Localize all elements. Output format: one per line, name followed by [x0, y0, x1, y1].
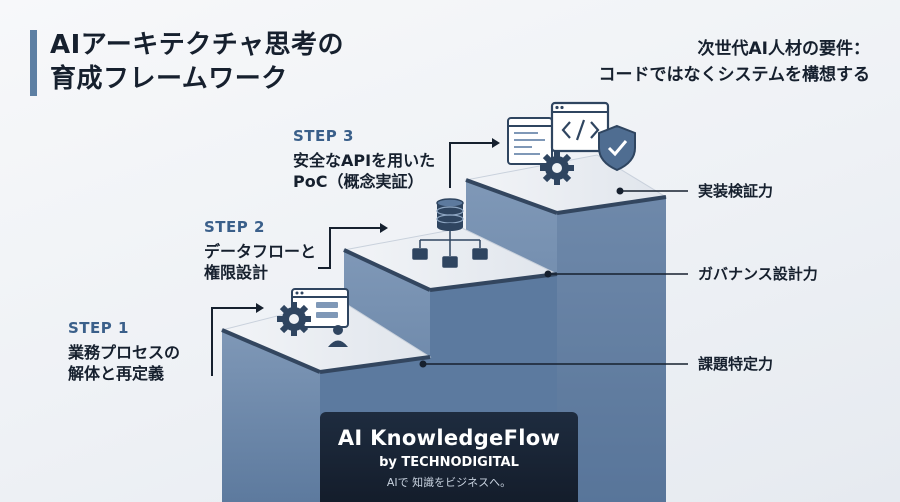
step-3-text-line-2: PoC（概念実証）	[293, 172, 424, 191]
brand-byline: by TECHNODIGITAL	[379, 455, 519, 470]
brand-panel: AI KnowledgeFlow by TECHNODIGITAL AIで 知識…	[320, 412, 578, 502]
data-flow-icon	[412, 231, 488, 268]
title-accent-bar	[30, 30, 37, 96]
page-subtitle: 次世代AI人材の要件： コードではなくシステムを構想する	[599, 36, 871, 88]
step-2-number: STEP 2	[204, 218, 265, 236]
step-1-text-line-2: 解体と再定義	[68, 364, 165, 383]
skill-label-governance-design: ガバナンス設計力	[698, 265, 818, 283]
step-connector-arrows	[211, 142, 494, 376]
page-subtitle-line-2: コードではなくシステムを構想する	[598, 65, 871, 85]
step-1-number: STEP 1	[68, 319, 129, 337]
step-3-icons	[507, 101, 636, 185]
step-1-arrow	[211, 307, 258, 376]
code-window-icon	[550, 101, 610, 153]
step-1-icons	[277, 288, 349, 347]
browser-window-icon	[507, 117, 553, 165]
gear-icon	[277, 302, 311, 336]
skill-label-problem-identification: 課題特定力	[698, 355, 774, 373]
skill-label-implementation-verification: 実装検証力	[698, 182, 774, 200]
step-3-arrow	[449, 142, 494, 188]
step-1-text-line-1: 業務プロセスの	[68, 343, 181, 362]
step-3-label: STEP 3 安全なAPIを用いた PoC（概念実証）	[293, 126, 435, 192]
page-title-line-2: 育成フレームワーク	[50, 64, 288, 94]
step-1-label: STEP 1 業務プロセスの 解体と再定義	[68, 318, 180, 384]
page-subtitle-line-1: 次世代AI人材の要件：	[697, 39, 870, 59]
brand-name: AI KnowledgeFlow	[337, 426, 561, 450]
page-title: AIアーキテクチャ思考の 育成フレームワーク	[50, 28, 344, 96]
step-2-text-line-1: データフローと	[204, 242, 317, 261]
shield-check-icon	[598, 124, 636, 172]
person-icon	[328, 325, 348, 347]
gear-icon	[540, 151, 574, 185]
step-2-label: STEP 2 データフローと 権限設計	[204, 217, 316, 283]
brand-tagline: AIで 知識をビジネスへ。	[386, 476, 512, 489]
step-2-icons	[412, 198, 488, 268]
database-icon	[436, 198, 464, 231]
skill-connector-lines	[419, 187, 688, 368]
step-2-text-line-2: 権限設計	[204, 263, 269, 282]
step-3-text-line-1: 安全なAPIを用いた	[293, 151, 436, 170]
step-3-number: STEP 3	[293, 127, 354, 145]
step-2-arrow	[318, 227, 382, 269]
page-title-line-1: AIアーキテクチャ思考の	[50, 30, 344, 60]
